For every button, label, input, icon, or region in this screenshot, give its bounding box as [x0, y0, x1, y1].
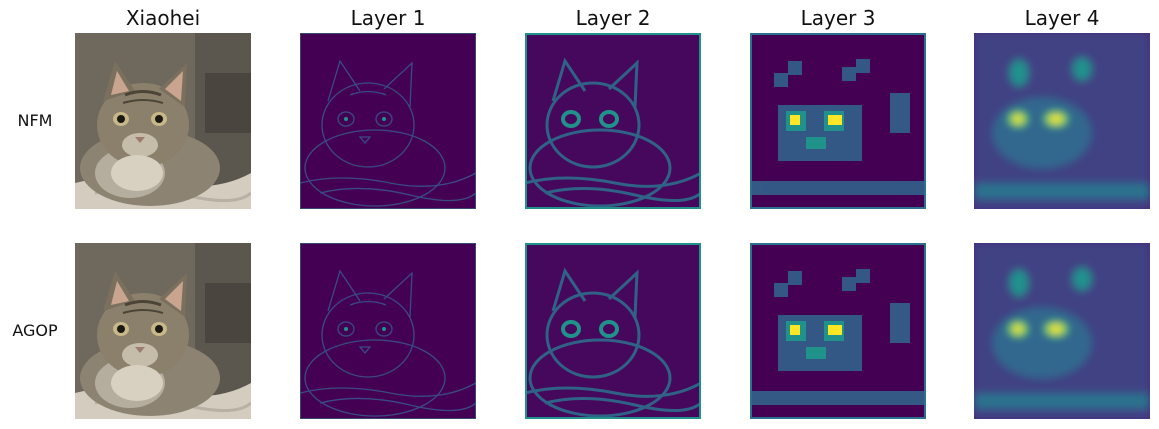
panel-nfm-layer-4-map	[974, 33, 1150, 209]
panel-nfm-layer-1-map	[300, 33, 476, 209]
column-title-xiaohei: Xiaohei	[125, 6, 201, 30]
panel-agop-layer-3-map	[750, 243, 926, 419]
panel-agop-layer-1-map	[300, 243, 476, 419]
column-title-layer-2: Layer 2	[575, 6, 651, 30]
row-label-agop: AGOP	[12, 321, 58, 340]
panel-agop-layer-4-map	[974, 243, 1150, 419]
panel-nfm-xiaohei-photo	[75, 33, 251, 209]
panel-nfm-layer-3-map	[750, 33, 926, 209]
panel-nfm-layer-2-map	[525, 33, 701, 209]
panel-agop-xiaohei-photo	[75, 243, 251, 419]
column-title-layer-1: Layer 1	[350, 6, 426, 30]
column-title-layer-3: Layer 3	[800, 6, 876, 30]
panel-agop-layer-2-map	[525, 243, 701, 419]
row-label-nfm: NFM	[17, 111, 53, 130]
column-title-layer-4: Layer 4	[1024, 6, 1100, 30]
